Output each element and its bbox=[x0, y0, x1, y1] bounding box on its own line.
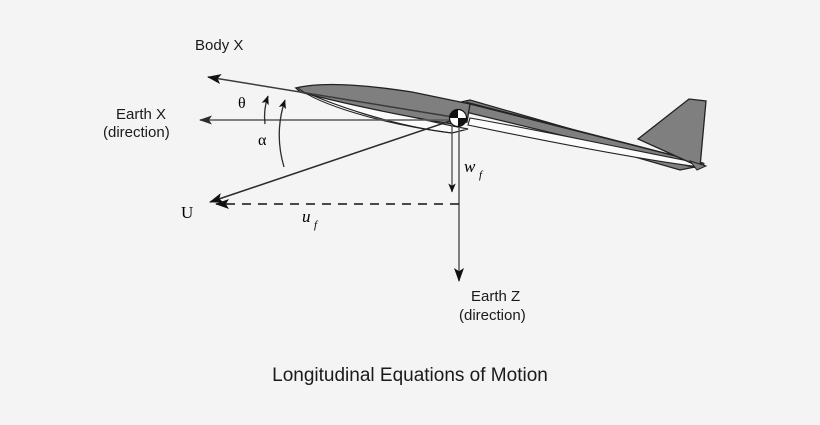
tail-cone bbox=[688, 160, 708, 171]
diagram-title: Longitudinal Equations of Motion bbox=[272, 365, 548, 386]
u-component-subscript: f bbox=[314, 219, 319, 231]
cg-quadrant-lower-right bbox=[458, 118, 467, 127]
w-component-glyph: w bbox=[464, 157, 476, 176]
u-component-label: u f bbox=[302, 207, 319, 231]
velocity-vector-u bbox=[209, 117, 460, 203]
theta-arc bbox=[261, 95, 269, 125]
cg-quadrant-upper-left bbox=[449, 109, 458, 118]
fuselage-spine bbox=[465, 101, 701, 163]
earth-x-label-line2: (direction) bbox=[103, 124, 170, 141]
far-wing-trailing bbox=[467, 117, 706, 168]
vertical-stabilizer bbox=[636, 98, 707, 168]
w-component-label: w f bbox=[464, 157, 484, 181]
alpha-label: α bbox=[258, 132, 267, 149]
w-component-subscript: f bbox=[479, 169, 484, 181]
theta-angle-arc bbox=[261, 95, 269, 125]
alpha-angle-arc bbox=[278, 99, 286, 168]
body-x-axis bbox=[207, 74, 460, 119]
body-x-line bbox=[207, 74, 460, 119]
alpha-arc bbox=[278, 99, 286, 168]
aircraft-silhouette bbox=[294, 83, 708, 171]
earth-z-label-line1: Earth Z bbox=[471, 288, 520, 305]
body-x-label: Body X bbox=[195, 37, 243, 54]
earth-x-label-line1: Earth X bbox=[116, 106, 166, 123]
earth-z-label-line2: (direction) bbox=[459, 307, 526, 324]
velocity-label: U bbox=[181, 203, 193, 222]
theta-label: θ bbox=[238, 95, 246, 112]
u-vector-line bbox=[209, 117, 460, 203]
u-component-glyph: u bbox=[302, 207, 311, 226]
center-of-gravity-icon bbox=[448, 108, 468, 128]
